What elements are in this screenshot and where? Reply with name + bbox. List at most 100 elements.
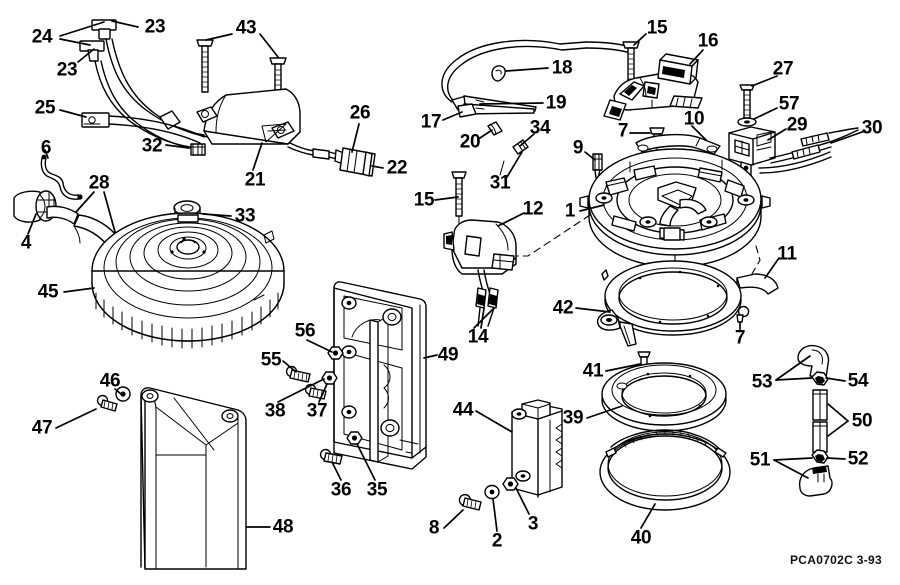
callout-lock-washer-upper: 56	[294, 320, 316, 342]
callout-screw-lower: 36	[330, 479, 352, 501]
leader-lines	[27, 20, 866, 532]
callout-terminal-cap-upper: 53	[751, 371, 773, 393]
callout-flywheel-cover: 48	[272, 516, 294, 538]
callout-dowel-pin: 9	[572, 137, 584, 159]
cable-pair	[94, 38, 209, 150]
assembly-line-1	[497, 214, 591, 257]
retaining-ring	[599, 429, 731, 511]
callout-rubber-hose-pair: 28	[88, 172, 110, 194]
retainer-strap	[635, 133, 721, 155]
flywheel	[91, 212, 285, 349]
callout-armature-plate: 1	[564, 200, 576, 222]
callout-lock-washer-middle: 37	[306, 400, 328, 422]
callout-wire-guide: 11	[777, 243, 797, 265]
callout-rectifier: 44	[452, 399, 474, 421]
rectifier	[511, 399, 563, 498]
callout-screw-upper: 55	[260, 349, 282, 371]
callout-nut-rectifier: 3	[527, 513, 539, 535]
callout-oil-seal-housing: 39	[562, 407, 584, 429]
callout-screw-terminal-block: 27	[772, 58, 794, 80]
callout-screw-sensor: 15	[413, 189, 435, 211]
callout-cable-fitting-upper: 24	[31, 26, 53, 48]
callout-cable-clip-upper: 23	[144, 16, 166, 38]
lock-washer-lower	[346, 431, 363, 445]
callout-screw-cover: 47	[31, 417, 53, 439]
callout-screw-rectifier: 8	[428, 517, 440, 539]
callout-wire-retainer-clip: 18	[551, 57, 573, 79]
oil-seal-housing	[601, 362, 727, 432]
nut-upper	[811, 371, 829, 386]
callout-screw-brush-assy: 15	[646, 17, 668, 39]
callout-flywheel-nut: 33	[234, 205, 256, 227]
callout-lead-wires: 30	[861, 117, 883, 139]
callout-screw-middle: 38	[264, 400, 286, 422]
callout-spacer-nut: 32	[141, 135, 163, 157]
callout-wire-clip: 6	[40, 137, 52, 159]
screw-terminal-block	[739, 84, 755, 119]
terminal-pin	[512, 139, 529, 155]
screw-cover	[96, 394, 118, 412]
assembly-line-11	[744, 245, 761, 287]
sleeve-small	[487, 121, 503, 136]
callout-retainer-strap: 10	[683, 108, 705, 130]
dowel-pin	[592, 153, 603, 179]
callout-wire-lead-assembly: 19	[545, 92, 567, 114]
lead-wires	[758, 127, 859, 174]
tie-strap	[499, 160, 505, 176]
callout-ignition-coil: 21	[244, 169, 266, 191]
callout-spark-plug-lead: 26	[349, 102, 371, 124]
wire-guide	[736, 273, 779, 295]
figure-footer: PCA0702C 3-93	[790, 553, 882, 567]
spacer-nut	[190, 143, 206, 156]
ground-terminal	[81, 112, 205, 144]
callout-nut-upper: 54	[847, 370, 869, 392]
screw-upper	[285, 365, 311, 383]
flywheel-cover	[140, 387, 247, 570]
callout-nut-lower: 52	[847, 448, 869, 470]
callout-washer-cover: 46	[99, 370, 121, 392]
nut-rectifier	[502, 477, 519, 491]
washer-terminal-block	[737, 117, 757, 127]
callout-sensor-leads: 14	[467, 326, 489, 348]
brush-holder	[603, 53, 703, 121]
callout-spark-plug-boot: 22	[386, 157, 408, 179]
terminal-cap-lower	[798, 465, 833, 497]
callout-sleeve-small: 20	[459, 131, 481, 153]
screw-retainer-lower	[736, 305, 750, 331]
callout-retainer-plate: 42	[552, 297, 574, 319]
callout-brush-holder: 16	[697, 30, 719, 52]
callout-ground-terminal: 25	[34, 97, 56, 119]
callout-terminal-cap-lower: 51	[749, 449, 771, 471]
mounting-bracket	[333, 281, 427, 470]
callout-rubber-grommet-coupling: 4	[20, 232, 32, 254]
screw-rectifier	[458, 493, 482, 511]
callout-screw-retainer-lower: 7	[734, 327, 746, 349]
washer-rectifier	[484, 484, 500, 500]
wire-clip	[40, 154, 83, 200]
callout-tie-strap: 31	[489, 172, 511, 194]
callout-flywheel: 45	[37, 281, 59, 303]
callout-mounting-bracket: 49	[437, 344, 459, 366]
cable-clip-upper	[91, 19, 117, 40]
terminal-cap-upper	[797, 344, 830, 379]
nut-lower	[811, 449, 829, 464]
callout-terminal-pin: 34	[529, 117, 551, 139]
ignition-coil	[196, 88, 301, 145]
insulator-sleeve-pair	[812, 389, 828, 453]
armature-plate	[579, 148, 771, 268]
callout-washer-rectifier: 2	[491, 530, 503, 552]
callout-lock-washer-lower: 35	[366, 479, 388, 501]
callout-sensor-coil: 12	[522, 198, 544, 220]
callout-washer-terminal-block: 57	[778, 93, 800, 115]
callout-battery-cable: 17	[420, 111, 442, 133]
callout-screw-plate: 41	[582, 360, 604, 382]
lock-washer-upper	[327, 346, 344, 360]
callout-retaining-ring: 40	[630, 527, 652, 549]
retainer-plate	[596, 260, 742, 347]
callout-coil-mounting-screws: 43	[235, 17, 257, 39]
sensor-coil	[443, 219, 517, 327]
terminal-block	[728, 126, 776, 178]
callout-cable-clip-lower: 23	[56, 59, 78, 81]
